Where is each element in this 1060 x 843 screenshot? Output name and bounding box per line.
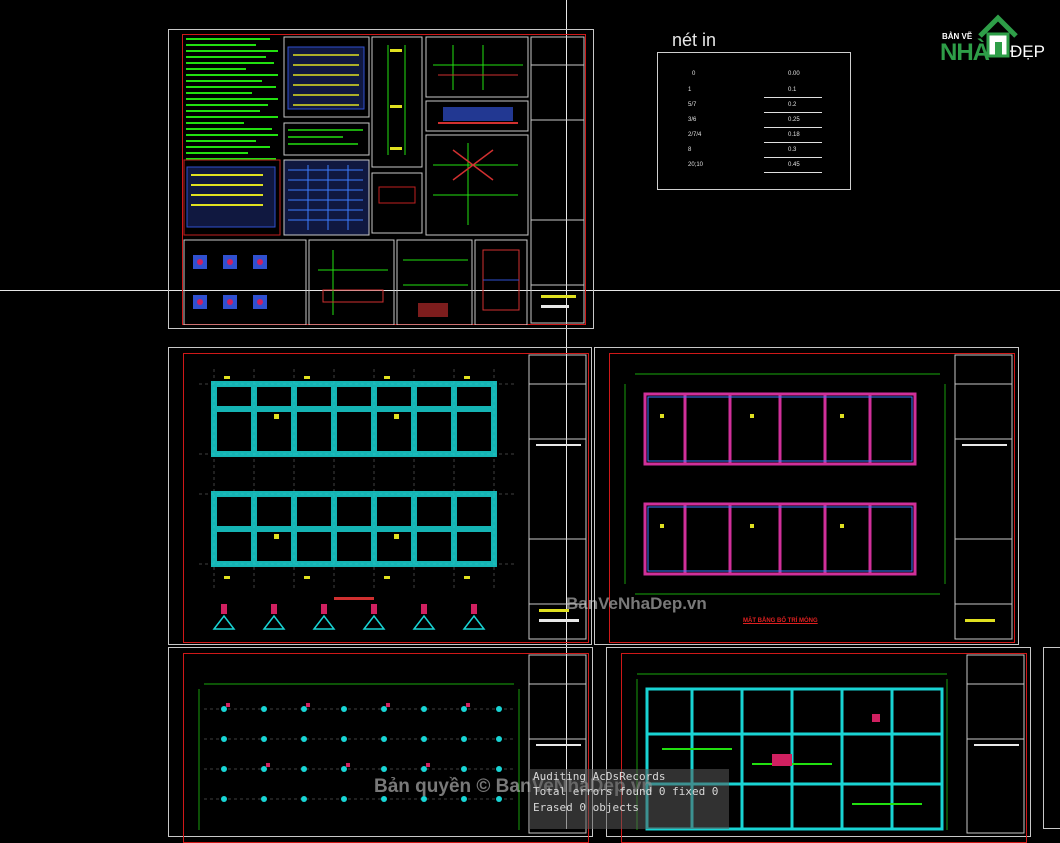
foundation-layout-plan — [624, 354, 1013, 640]
sheet-title: MẶT BẰNG BỐ TRÍ MÓNG — [743, 618, 818, 624]
sheet-foundation-layout[interactable]: MẶT BẰNG BỐ TRÍ MÓNG — [594, 347, 1019, 645]
column-layout-plan — [198, 654, 587, 834]
logo-top-text: BẢN VẼ — [942, 32, 973, 41]
detail-drawings — [183, 36, 585, 325]
foundation-beam-plan — [199, 354, 587, 640]
console-line: Total errors found 0 fixed 0 — [533, 785, 719, 798]
console-line: Erased 0 objects — [533, 801, 639, 814]
command-line-history: Auditing AcDsRecords Total errors found … — [529, 769, 729, 829]
console-line: Auditing AcDsRecords — [533, 770, 666, 783]
watermark-center: BanVeNhaDep.vn — [566, 594, 707, 613]
sheet-partial-edge[interactable] — [1043, 647, 1060, 829]
logo-side-text: ĐẸP — [1010, 42, 1045, 61]
sheet-general-notes[interactable] — [168, 29, 594, 329]
sheet-frame — [609, 353, 1015, 643]
crosshair-horizontal — [0, 290, 1060, 291]
logo-main-text: NHÀ — [940, 39, 990, 66]
house-icon — [978, 14, 1018, 58]
legend-title: nét in — [672, 30, 717, 50]
notes-text-block — [186, 38, 282, 162]
sheet-frame — [183, 353, 589, 643]
sheet-foundation-beams[interactable] — [168, 347, 592, 645]
crosshair-vertical — [566, 0, 567, 829]
site-logo[interactable]: BẢN VẼ NHÀ ĐẸP — [938, 12, 1052, 68]
